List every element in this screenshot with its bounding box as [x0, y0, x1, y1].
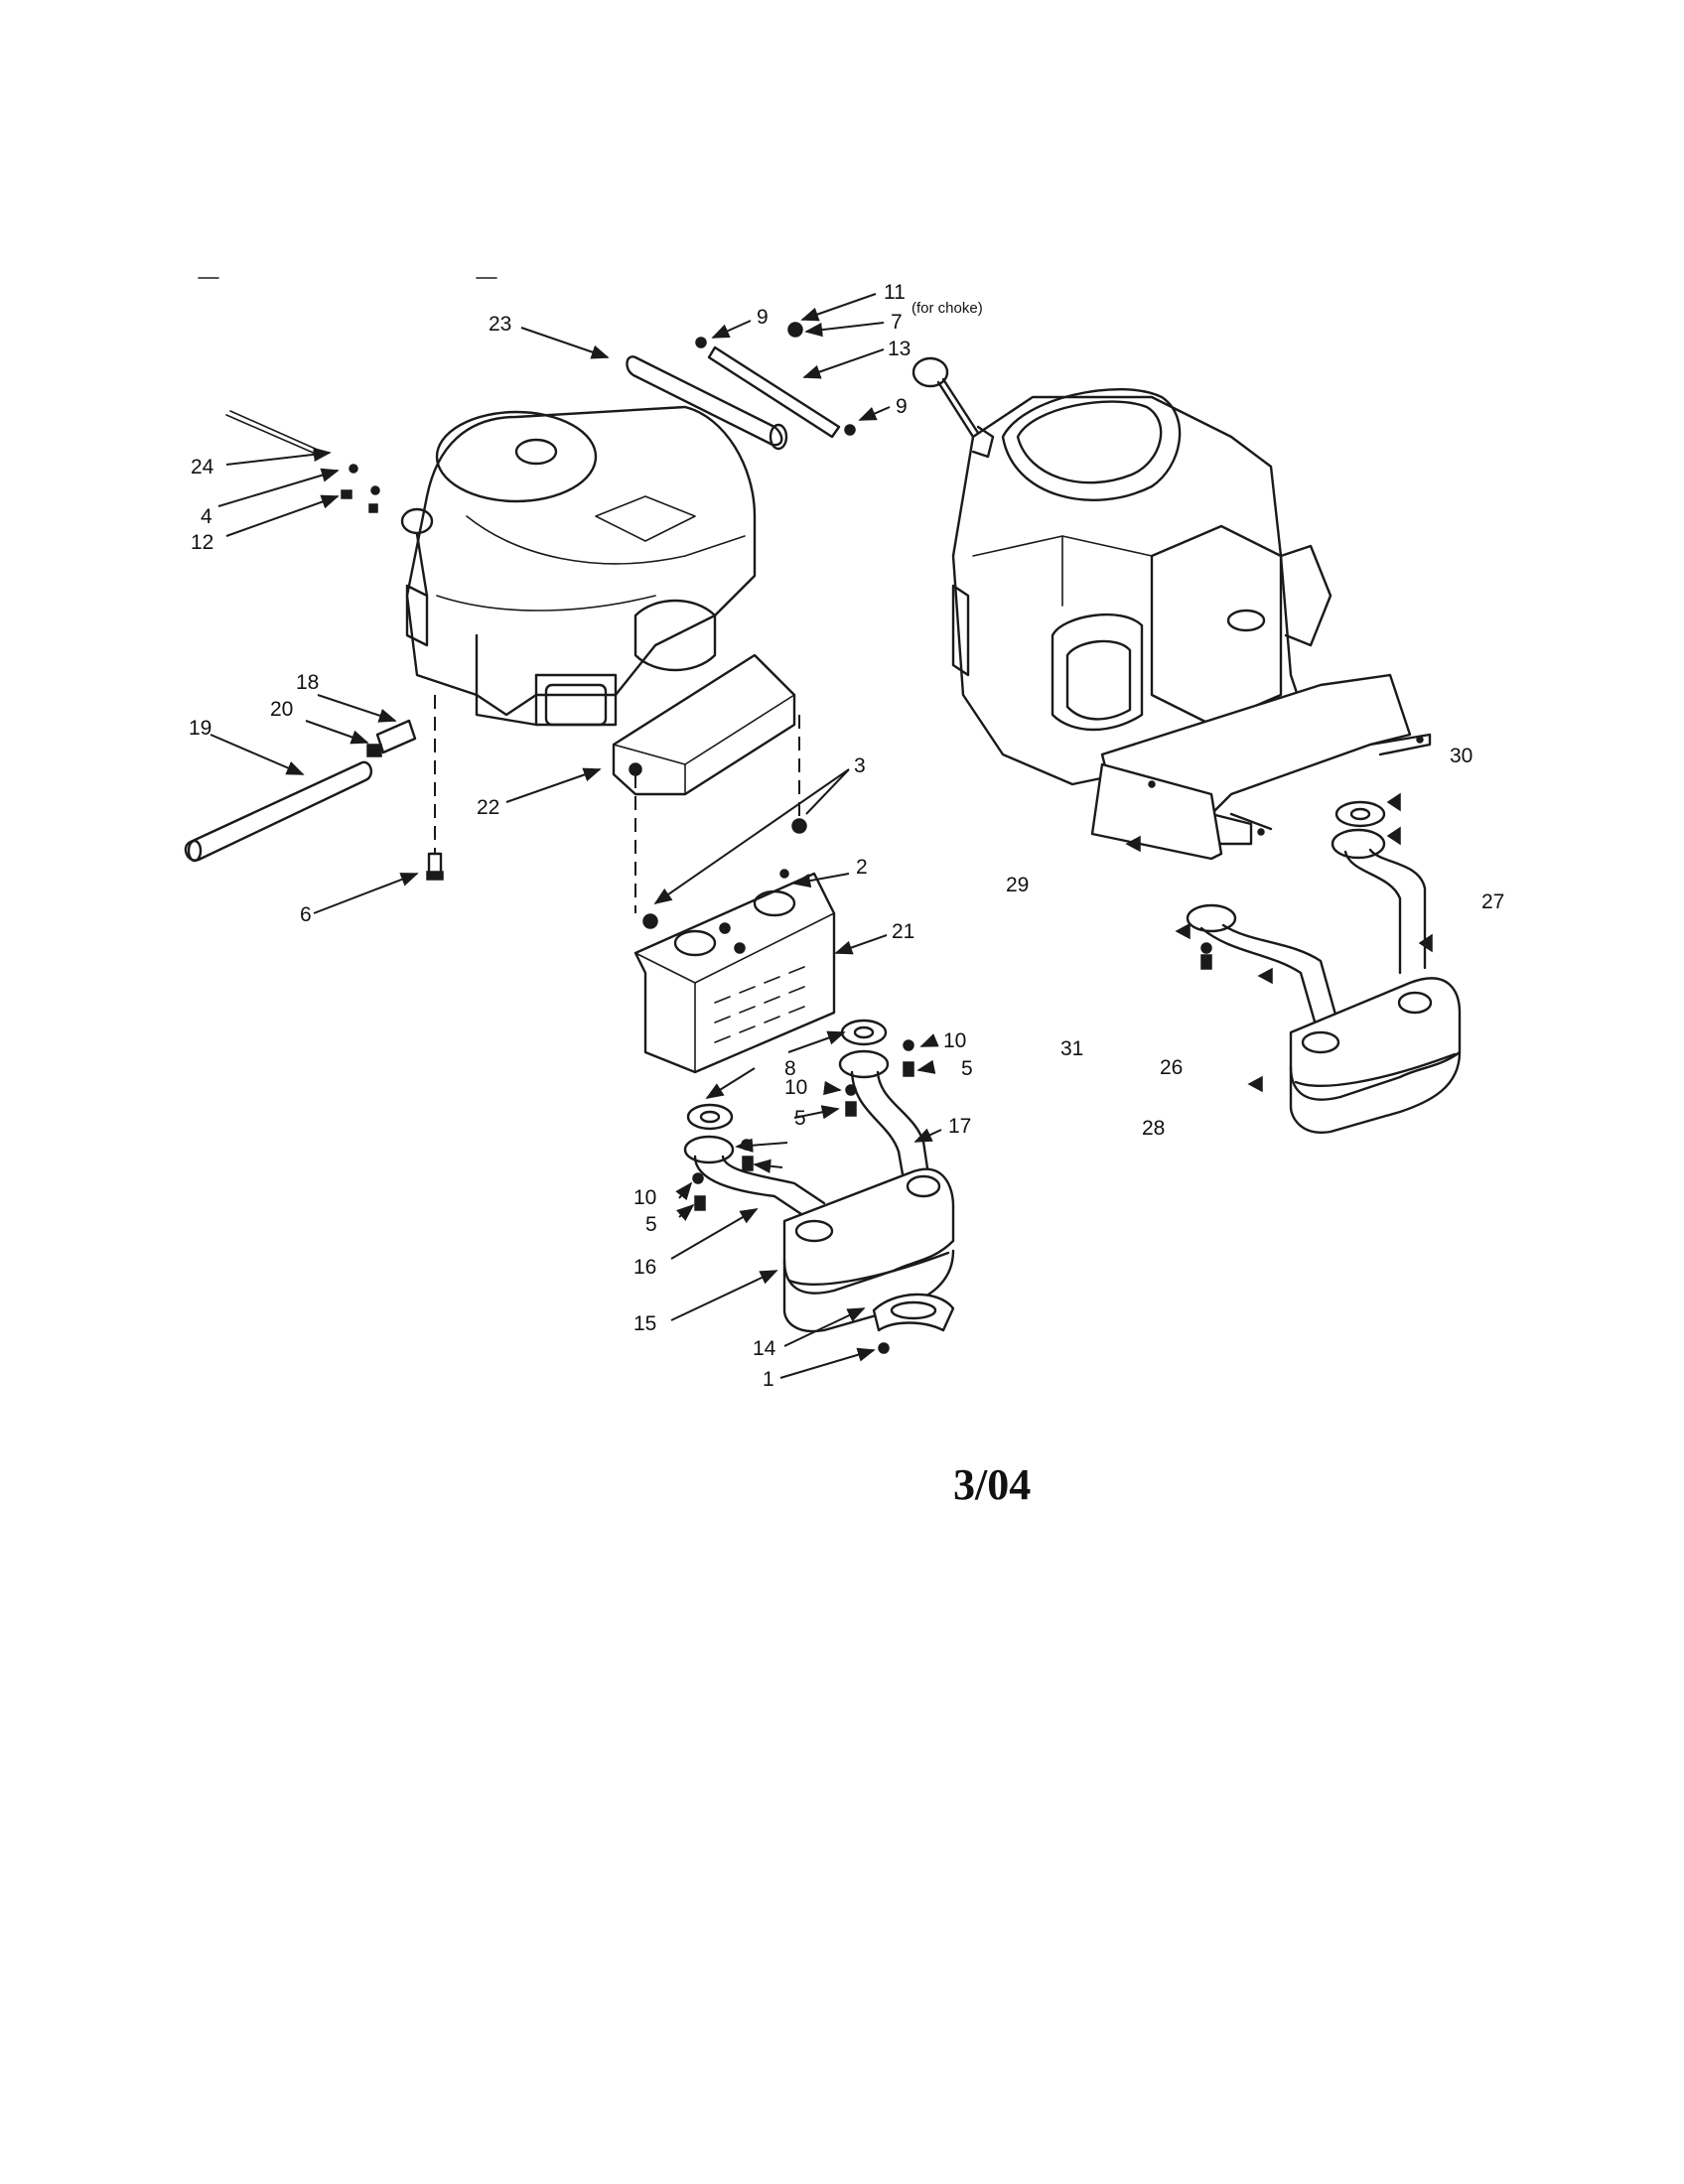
part-12-nut [368, 503, 378, 513]
callout-29: 29 [1006, 874, 1029, 896]
part-24-cable [225, 410, 321, 456]
callout-10-upper: 10 [943, 1029, 966, 1052]
callout-31: 31 [1060, 1037, 1083, 1060]
callout-9-upper: 9 [757, 306, 769, 329]
callout-labels: 23 9 11 (for choke) 7 13 9 24 4 12 18 20… [189, 281, 1504, 1391]
part-1-screw [878, 1342, 890, 1354]
part-16-exhaust-pipe [683, 1135, 826, 1218]
part-19-tube [184, 760, 373, 863]
callout-5-upper: 5 [961, 1057, 973, 1080]
part-4-screw [349, 464, 358, 474]
part-13-rod [707, 345, 841, 439]
part-26-bolt [1200, 954, 1212, 970]
part-18-fitting [366, 719, 417, 757]
callout-30: 30 [1450, 745, 1473, 767]
callout-15: 15 [633, 1312, 656, 1335]
callout-20: 20 [270, 698, 293, 721]
right-unlabeled-pointers [1125, 792, 1433, 1093]
part-5-bolt-a [903, 1061, 914, 1077]
right-engine [912, 356, 1333, 786]
callout-27: 27 [1481, 890, 1504, 913]
callout-4: 4 [201, 505, 212, 528]
callout-23: 23 [489, 313, 511, 336]
callout-12: 12 [191, 531, 213, 554]
part-27-exhaust-pipe [1331, 828, 1427, 975]
left-engine-shroud [400, 405, 757, 727]
callout-5-lower: 5 [645, 1213, 657, 1236]
date-stamp: 3/04 [953, 1460, 1031, 1509]
part-28-muffler [1289, 977, 1462, 1134]
part-5-bolt-c [742, 1156, 754, 1171]
callout-2: 2 [856, 856, 868, 879]
part-5-bolt-d [694, 1195, 706, 1211]
callout-5-mid: 5 [794, 1107, 806, 1130]
callout-24: 24 [191, 456, 214, 478]
part-21-muffler-guard [633, 869, 836, 1074]
part-9-clip-lower [844, 424, 856, 436]
callout-7: 7 [891, 311, 903, 334]
part-10-lockwasher-a [903, 1039, 914, 1051]
callout-22: 22 [477, 796, 499, 819]
callout-14: 14 [753, 1337, 776, 1360]
part-26-exhaust-pipe [1186, 903, 1342, 1044]
callout-17: 17 [948, 1115, 971, 1138]
part-12-clamp [341, 489, 352, 499]
leader-lines [210, 293, 942, 1379]
part-9-clip-upper [695, 337, 707, 348]
part-22-heat-shield [612, 653, 796, 796]
part-26-lockwasher [1200, 942, 1212, 954]
callout-10-lower: 10 [633, 1186, 656, 1209]
callout-9-lower: 9 [896, 395, 908, 418]
part-3-nut-right [791, 818, 807, 834]
part-17-exhaust-pipe [838, 1049, 931, 1193]
callout-16: 16 [633, 1256, 656, 1279]
part-23-tube [626, 355, 788, 451]
part-3-nut-left [642, 913, 658, 929]
part-12-screw [370, 485, 380, 495]
callout-19: 19 [189, 717, 211, 740]
callout-10-mid: 10 [784, 1076, 807, 1099]
callout-18: 18 [296, 671, 319, 694]
callout-6: 6 [300, 903, 312, 926]
part-8-gasket-upper [840, 1019, 888, 1046]
callout-1: 1 [763, 1368, 774, 1391]
callout-11: 11 [884, 281, 906, 304]
part-29-shield-plate [1090, 762, 1223, 861]
callout-8: 8 [784, 1057, 796, 1080]
part-7-nut [787, 322, 803, 338]
callout-26: 26 [1160, 1056, 1183, 1079]
callout-28: 28 [1142, 1117, 1165, 1140]
callout-13: 13 [888, 338, 911, 360]
part-14-spark-deflector [872, 1293, 955, 1332]
part-6-bolt [426, 852, 444, 881]
note-for-choke: (for choke) [912, 300, 983, 317]
callout-3: 3 [854, 754, 866, 777]
part-10-lockwasher-b [845, 1084, 857, 1096]
callout-21: 21 [892, 920, 914, 943]
part-5-bolt-b [845, 1101, 857, 1117]
part-8-gasket-lower [686, 1103, 734, 1131]
part-27-gasket-upper [1334, 800, 1386, 828]
part-10-lockwasher-d [692, 1172, 704, 1184]
